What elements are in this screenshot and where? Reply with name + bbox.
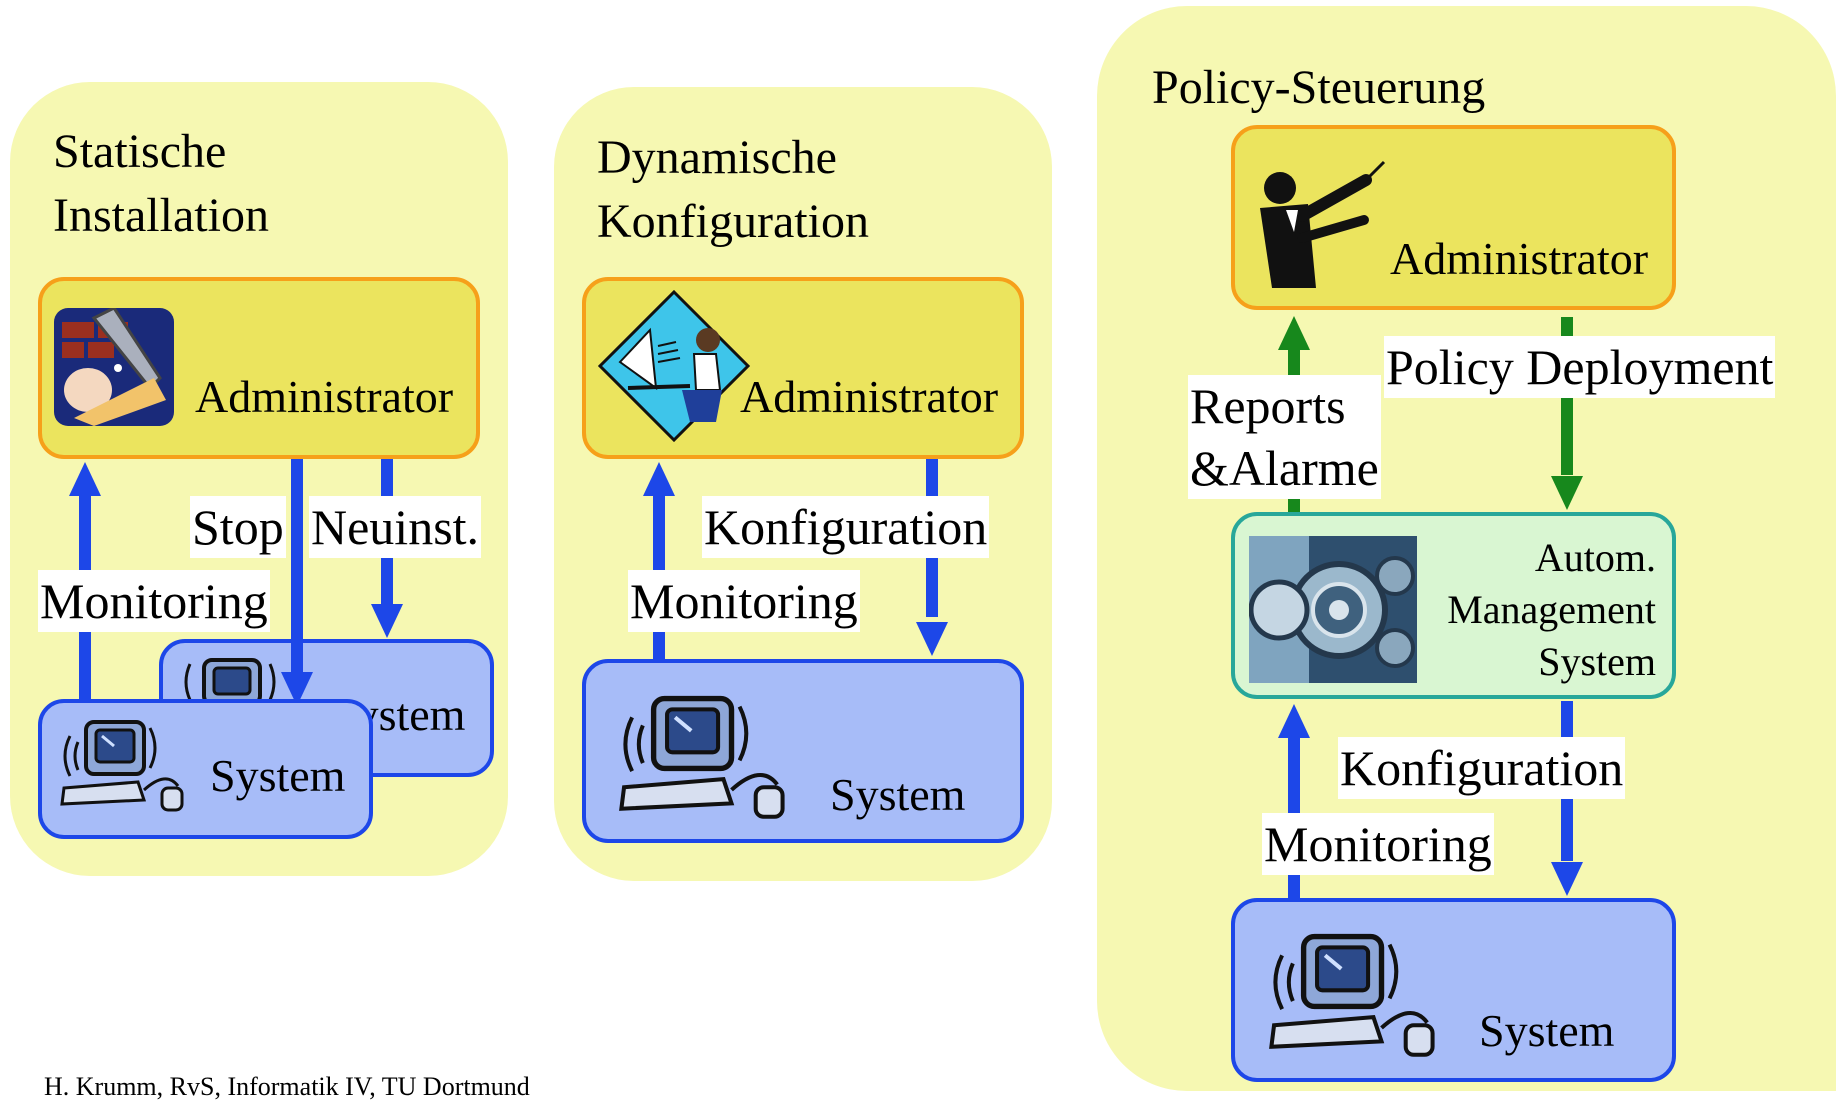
panel-title-dynamic-configuration: Dynamische Konfiguration (597, 131, 869, 248)
footer-credit: H. Krumm, RvS, Informatik IV, TU Dortmun… (44, 1072, 530, 1101)
system-label-static-front: System (210, 750, 346, 801)
monitoring-label-dynamic: Monitoring (628, 570, 860, 632)
administrator-label-static: Administrator (195, 371, 454, 422)
system-label-dynamic: System (830, 769, 966, 820)
administrator-label-policy: Administrator (1390, 233, 1649, 284)
computer-icon-policy (1266, 928, 1446, 1063)
konfiguration-label-dynamic: Konfiguration (702, 496, 990, 558)
desk-admin-icon (597, 289, 751, 447)
plumber-admin-icon (54, 306, 174, 431)
monitoring-label-static: Monitoring (38, 570, 270, 632)
monitoring-arrowhead-static (69, 462, 101, 496)
computer-icon-back (180, 654, 280, 709)
autom-management-system-label: Autom. Management System (1447, 535, 1656, 684)
gear-machinery-icon (1248, 536, 1417, 688)
reports-arrowhead (1278, 316, 1310, 350)
konfiguration-arrowhead-dynamic (916, 622, 948, 656)
monitoring-arrowhead-policy (1278, 704, 1310, 738)
stop-arrow (291, 459, 303, 675)
stop-label: Stop (190, 496, 286, 558)
panel-title-static-installation: Statische Installation (53, 125, 269, 242)
policy-deployment-arrowhead (1551, 476, 1583, 510)
monitoring-label-policy: Monitoring (1262, 813, 1494, 875)
konfiguration-arrowhead-policy (1551, 862, 1583, 896)
konfiguration-label-policy: Konfiguration (1338, 737, 1626, 799)
neuinst-arrowhead (371, 604, 403, 638)
conductor-icon (1246, 158, 1386, 297)
computer-icon-static (58, 716, 192, 817)
panel-title-policy-control: Policy-Steuerung (1152, 61, 1486, 114)
computer-icon-dynamic (616, 690, 796, 825)
system-label-policy: System (1479, 1005, 1615, 1056)
policy-deployment-label: Policy Deployment (1384, 336, 1776, 398)
reports-alarme-label: Reports &Alarme (1188, 375, 1381, 499)
system-box-policy (1231, 898, 1676, 1082)
monitoring-arrowhead-dynamic (643, 462, 675, 496)
neuinst-label: Neuinst. (309, 496, 482, 558)
administrator-label-dynamic: Administrator (740, 371, 999, 422)
